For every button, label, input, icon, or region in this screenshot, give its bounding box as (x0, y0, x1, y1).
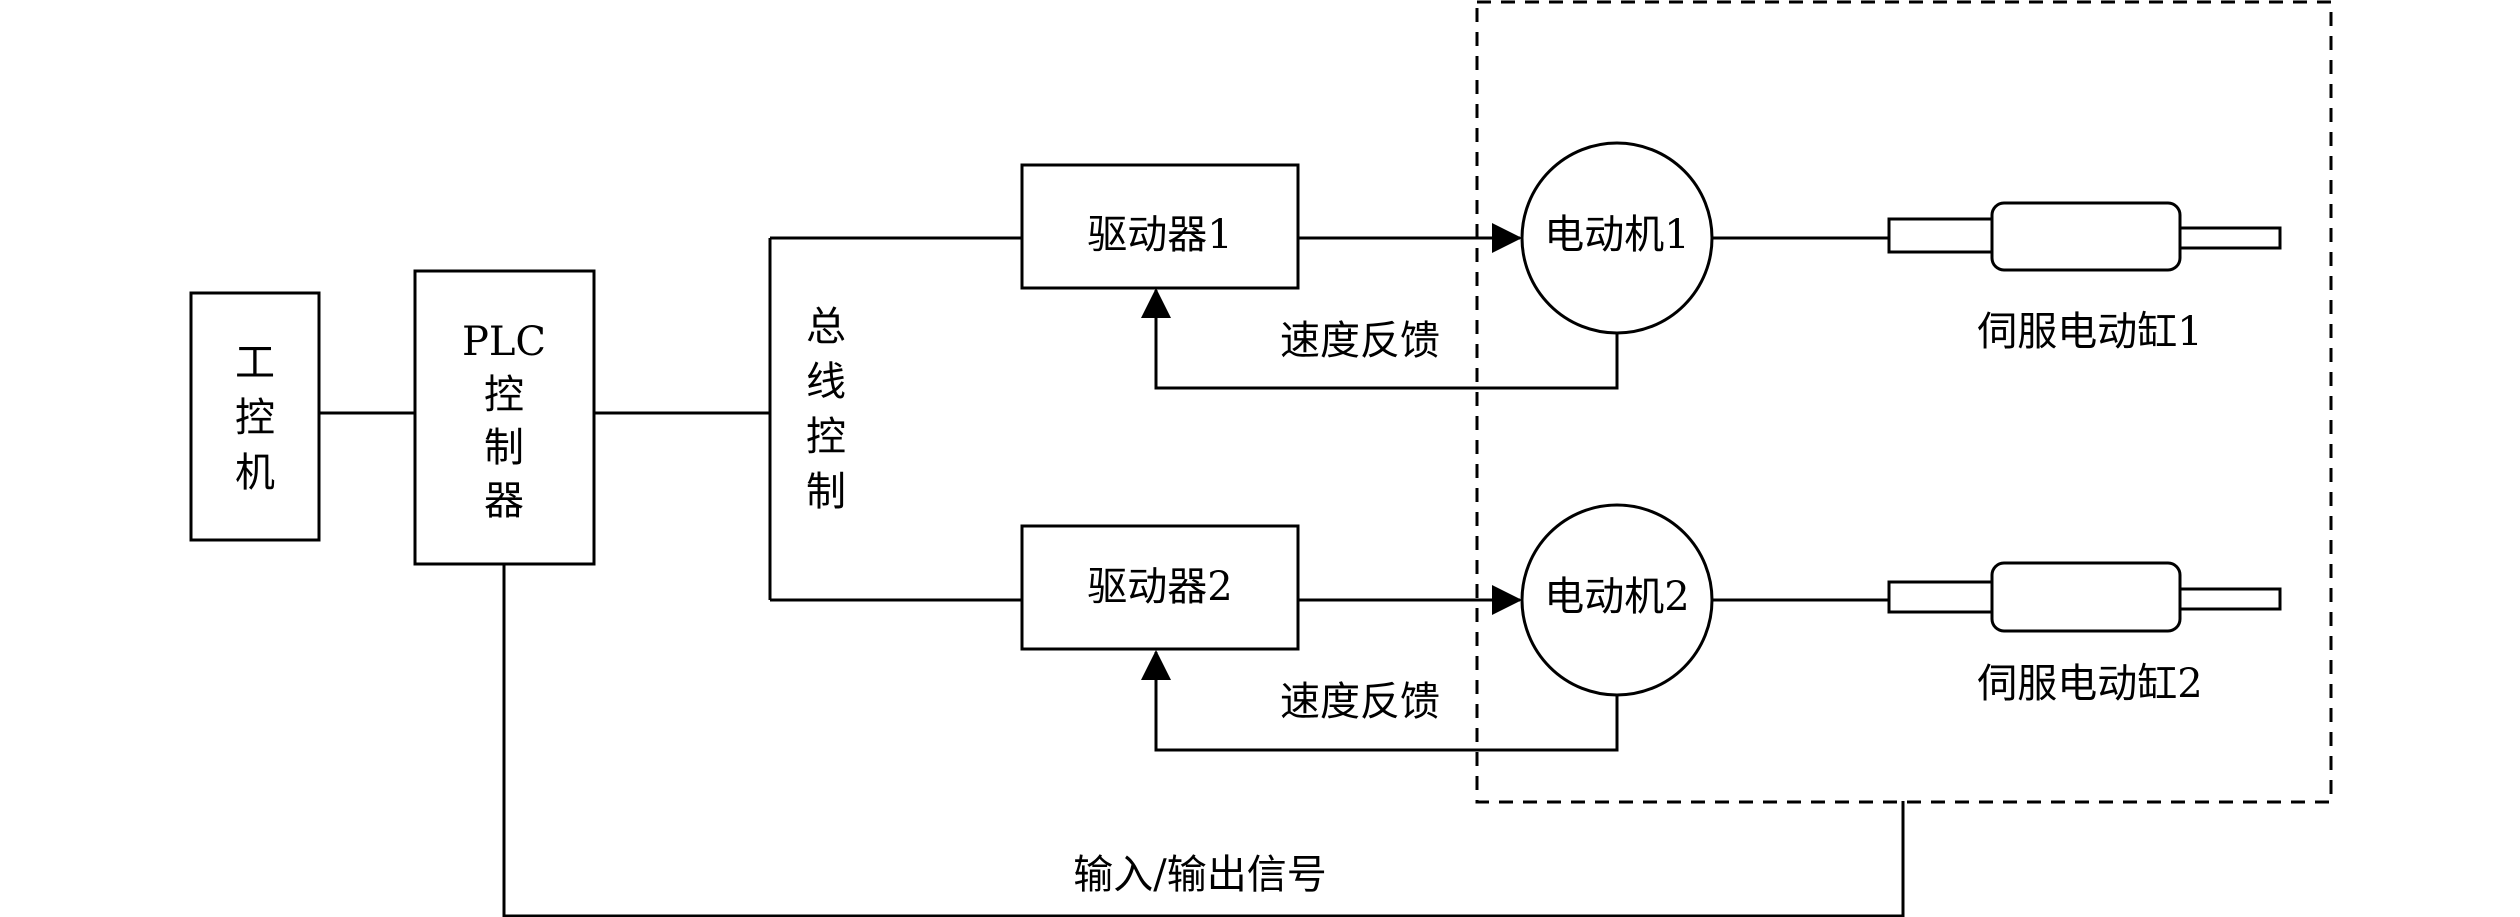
bus-label-3: 控 (806, 414, 846, 460)
cylinder1-label: 伺服电动缸1 (1977, 309, 2202, 355)
ipc-label-1: 工 (235, 340, 275, 386)
driver2-box (1020, 524, 1300, 651)
motor2-label: 电动机2 (1544, 574, 1689, 620)
driver1-label: 驱动器1 (1087, 212, 1232, 258)
cylinder2-label: 伺服电动缸2 (1977, 661, 2202, 707)
actuator-group-boundary (1475, 0, 2333, 804)
servo-cylinder1-icon (1887, 201, 2282, 272)
ipc-label-3: 机 (235, 450, 275, 496)
bus-label-1: 总 (806, 304, 846, 350)
feedback1-label: 速度反馈 (1280, 318, 1440, 364)
plc-label-1: PLC (462, 319, 546, 365)
feedback1-line (1141, 288, 1619, 390)
plc-label-4: 器 (484, 478, 524, 524)
ipc-label-2: 控 (235, 395, 275, 441)
bus-label-4: 制 (806, 469, 846, 515)
servo-cylinder2-icon (1887, 561, 2282, 633)
bus-label-2: 线 (806, 359, 846, 405)
io-signal-label: 输入/输出信号 (1073, 852, 1326, 898)
motor1-label: 电动机1 (1544, 212, 1689, 258)
feedback2-line (1141, 650, 1619, 752)
feedback2-label: 速度反馈 (1280, 679, 1440, 725)
plc-label-2: 控 (484, 372, 524, 418)
io-signal-line (502, 563, 1905, 917)
plc-label-3: 制 (484, 425, 524, 471)
ipc-box (189, 291, 321, 542)
driver2-label: 驱动器2 (1087, 564, 1232, 610)
